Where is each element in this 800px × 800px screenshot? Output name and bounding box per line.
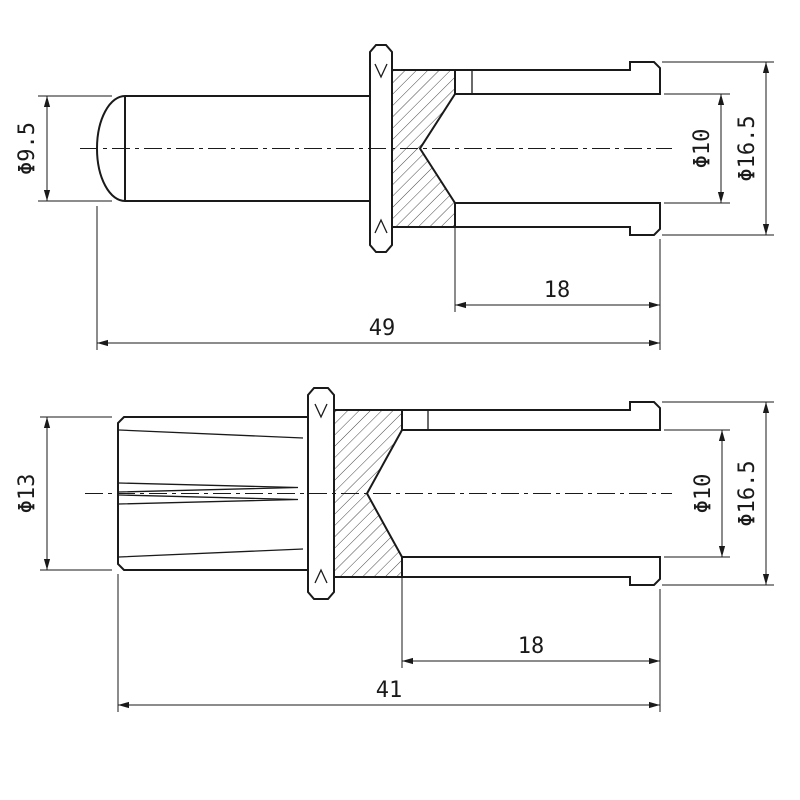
depth18-extension-lines: [454, 207, 661, 312]
phi16-5-extension-lines-bottom: [662, 401, 774, 586]
length49-label: 49: [369, 316, 396, 341]
phi9-5-extension-lines: [38, 95, 112, 202]
socket-sleeve-profile: [117, 416, 308, 571]
bottom-section-hatch: [334, 410, 402, 577]
flange-tooth-bottom-bottomview: [314, 568, 328, 584]
bottom-view-part: [85, 387, 672, 600]
flange-tooth-top-bottomview: [314, 403, 328, 419]
body-and-bore-profile-bottom: [334, 401, 661, 586]
top-view-part: [80, 44, 672, 253]
phi9-5-label: Φ9.5: [15, 122, 40, 175]
socket-slot-upper: [118, 482, 299, 493]
phi16-5-label: Φ16.5: [735, 115, 760, 181]
phi10-label-bottom: Φ10: [691, 474, 716, 514]
phi13-extension-lines: [40, 416, 112, 571]
top-view-dimensions: Φ9.5 Φ10 Φ16.5 18 49: [15, 61, 774, 350]
length49-extension-lines: [96, 206, 661, 350]
pin-shaft-profile: [95, 95, 370, 202]
flange-profile-bottom: [307, 387, 335, 600]
flange-tooth-top: [374, 63, 388, 79]
socket-inner-lines: [118, 429, 304, 558]
length41-label: 41: [376, 678, 403, 703]
flange-tooth-bottom: [374, 218, 388, 234]
bottom-view-dimensions: Φ13 Φ10 Φ16.5 18 41: [15, 401, 774, 712]
phi16-5-extension-lines: [662, 61, 774, 236]
flange-profile: [369, 44, 393, 253]
phi10-label: Φ10: [690, 129, 715, 169]
top-section-hatch: [392, 70, 455, 227]
socket-slot-lower: [118, 494, 299, 505]
body-and-bore-profile: [392, 61, 661, 236]
depth18-label: 18: [544, 278, 571, 303]
depth18-label-bottom: 18: [518, 634, 545, 659]
depth18-extension-lines-bottom: [401, 561, 661, 668]
phi16-5-label-bottom: Φ16.5: [735, 460, 760, 526]
phi13-label: Φ13: [15, 474, 40, 514]
